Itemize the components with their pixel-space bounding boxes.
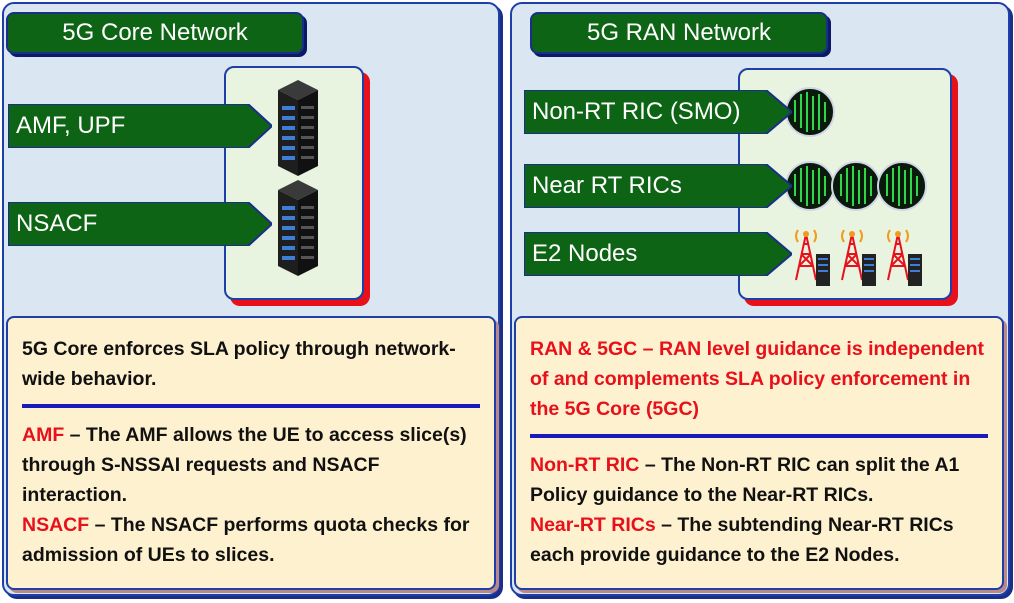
core-title: 5G Core Network bbox=[6, 12, 304, 54]
radio-tower-icon bbox=[841, 229, 876, 286]
core-title-text: 5G Core Network bbox=[62, 19, 248, 46]
ran-notes-box: RAN & 5GC – RAN level guidance is indepe… bbox=[514, 316, 1004, 590]
radio-tower-icon bbox=[887, 229, 922, 286]
amf-upf-label: AMF, UPF bbox=[8, 104, 272, 148]
ran-title: 5G RAN Network bbox=[530, 12, 828, 54]
non-rt-ric-label: Non-RT RIC (SMO) bbox=[524, 90, 792, 134]
near-rt-rics-label: Near RT RICs bbox=[524, 164, 792, 208]
matrix-sphere-icon bbox=[877, 161, 927, 211]
matrix-sphere-icon bbox=[831, 161, 881, 211]
core-intro: 5G Core enforces SLA policy through netw… bbox=[22, 338, 456, 390]
ran-intro: RAN & 5GC – RAN level guidance is indepe… bbox=[530, 338, 985, 420]
matrix-sphere-icon bbox=[785, 161, 835, 211]
e2-nodes-label: E2 Nodes bbox=[524, 232, 792, 276]
amf-note: AMF – The AMF allows the UE to access sl… bbox=[22, 424, 467, 506]
nsacf-label: NSACF bbox=[8, 202, 272, 246]
divider bbox=[530, 434, 988, 438]
non-rt-ric-note: Non-RT RIC – The Non-RT RIC can split th… bbox=[530, 454, 960, 506]
divider bbox=[22, 404, 480, 408]
ran-title-text: 5G RAN Network bbox=[586, 19, 772, 46]
core-notes-box: 5G Core enforces SLA policy through netw… bbox=[6, 316, 496, 590]
nsacf-note: NSACF – The NSACF performs quota checks … bbox=[22, 514, 470, 566]
radio-tower-icon bbox=[795, 229, 830, 286]
server-rack-icon bbox=[278, 80, 318, 176]
near-rt-rics-note: Near-RT RICs – The subtending Near-RT RI… bbox=[530, 514, 954, 566]
server-rack-icon bbox=[278, 180, 318, 276]
